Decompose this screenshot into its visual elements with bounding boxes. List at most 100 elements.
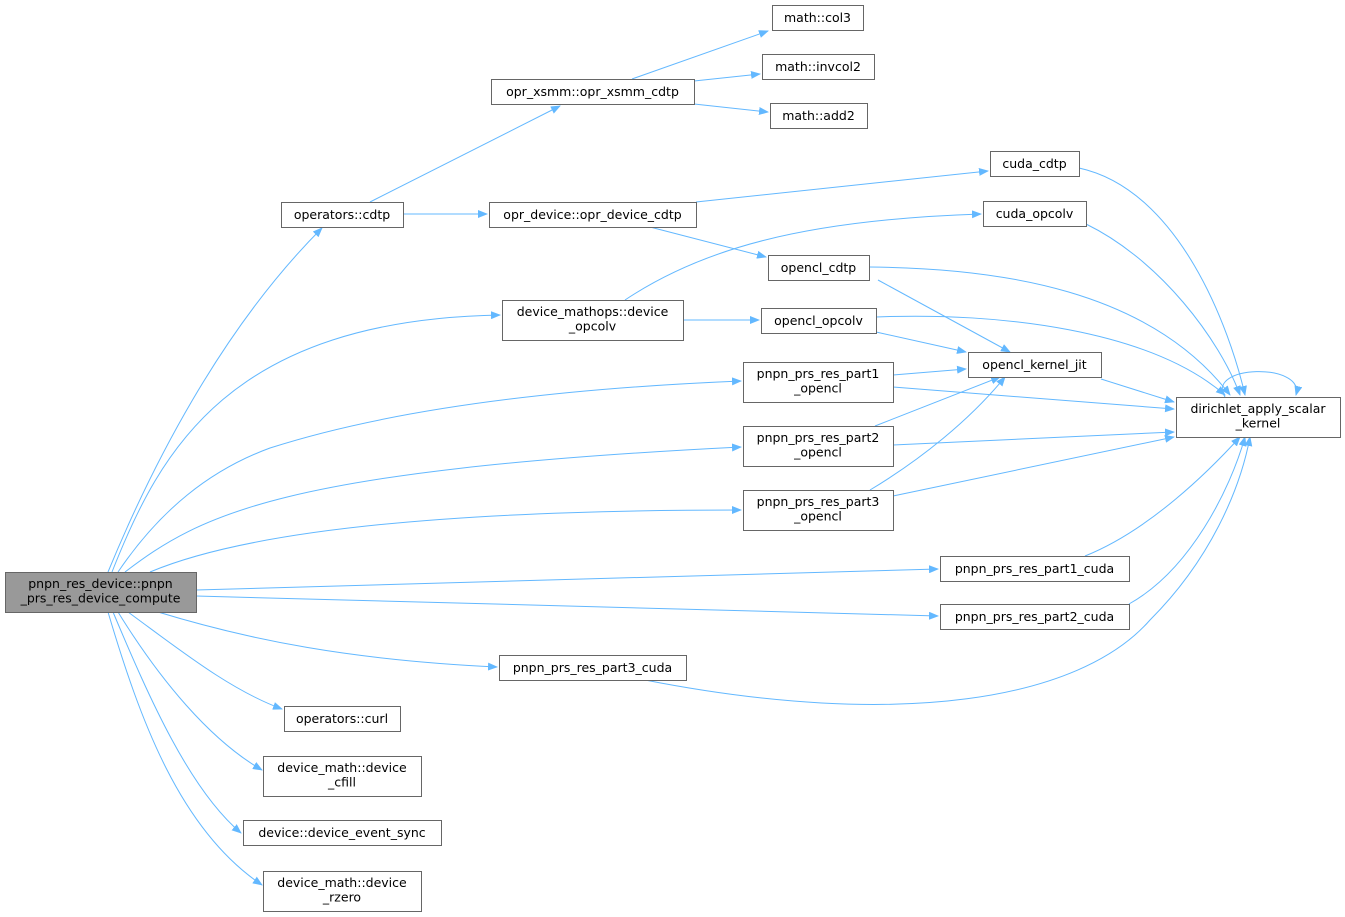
node-label: math::col3 [784, 10, 851, 25]
node-dirichlet[interactable]: dirichlet_apply_scalar_kernel [1176, 397, 1341, 438]
edge-xsmm-to-add2 [693, 103, 769, 116]
edge-p2o-to-jit [874, 376, 1001, 427]
node-box [491, 79, 695, 105]
edge-dirichlet-to-dirichlet [1221, 371, 1303, 398]
edge-main-to-cdtp [107, 227, 323, 573]
node-label: operators::cdtp [294, 207, 390, 222]
node-label: device_math::device [277, 875, 407, 890]
node-label: pnpn_prs_res_part1 [757, 366, 880, 381]
edge-main-to-p2o [124, 443, 742, 573]
node-label: operators::curl [296, 711, 388, 726]
edge-cuda_cdtp-to-dirichlet [1078, 167, 1247, 396]
node-rzero[interactable]: device_math::device_rzero [263, 871, 422, 912]
edge-xsmm-to-invcol2 [693, 70, 761, 82]
edge-opencl_opcolv-to-dirichlet [875, 315, 1226, 396]
edge-main-to-rzero [107, 611, 263, 886]
node-p3o[interactable]: pnpn_prs_res_part3_opencl [743, 490, 894, 531]
node-label: pnpn_res_device::pnpn [28, 576, 172, 591]
node-main[interactable]: pnpn_res_device::pnpn_prs_res_device_com… [5, 572, 197, 613]
node-cuda-opcolv[interactable]: cuda_opcolv [983, 201, 1087, 227]
node-sync[interactable]: device::device_event_sync [243, 820, 442, 846]
node-box [768, 255, 870, 281]
node-box [5, 572, 197, 613]
edge-opencl_opcolv-to-jit [875, 331, 967, 354]
node-box [983, 201, 1087, 227]
node-cuda-cdtp[interactable]: cuda_cdtp [990, 151, 1080, 177]
node-oprdev[interactable]: opr_device::opr_device_cdtp [489, 202, 697, 228]
node-xsmm[interactable]: opr_xsmm::opr_xsmm_cdtp [491, 79, 695, 105]
node-label: opencl_cdtp [781, 260, 856, 275]
node-box [772, 5, 864, 31]
node-p2c[interactable]: pnpn_prs_res_part2_cuda [940, 604, 1130, 630]
node-label: _kernel [1235, 416, 1281, 431]
node-label: math::add2 [782, 108, 855, 123]
node-box [1176, 397, 1341, 438]
node-box [770, 103, 868, 129]
node-label: pnpn_prs_res_part2_cuda [955, 609, 1114, 624]
edge-oprdev-to-cuda_cdtp [695, 167, 989, 203]
node-box [502, 300, 684, 341]
node-label: opencl_kernel_jit [982, 357, 1086, 372]
node-label: cuda_opcolv [996, 206, 1074, 221]
edge-main-to-cfill [117, 611, 263, 771]
edge-p3o-to-jit [869, 376, 1006, 491]
node-add2[interactable]: math::add2 [770, 103, 868, 129]
node-label: _cfill [327, 775, 356, 790]
edge-main-to-sync [112, 611, 242, 834]
node-box [940, 556, 1130, 582]
node-label: _rzero [322, 890, 361, 905]
node-label: device_mathops::device [517, 304, 669, 319]
node-label: cuda_cdtp [1002, 156, 1066, 171]
edge-main-to-curl [127, 611, 283, 710]
edge-opencl_cdtp-to-dirichlet [868, 266, 1231, 396]
node-label: opencl_opcolv [774, 313, 863, 328]
node-p1c[interactable]: pnpn_prs_res_part1_cuda [940, 556, 1130, 582]
node-label: opr_device::opr_device_cdtp [503, 207, 681, 222]
edge-p2c-to-dirichlet [1128, 436, 1247, 605]
node-label: pnpn_prs_res_part2 [757, 430, 880, 445]
edge-p1o-to-dirichlet [892, 386, 1175, 413]
node-label: dirichlet_apply_scalar [1190, 401, 1326, 416]
node-box [263, 756, 422, 797]
node-col3[interactable]: math::col3 [772, 5, 864, 31]
node-label: _opcolv [568, 319, 617, 334]
node-box [281, 202, 404, 228]
node-opencl-opcolv[interactable]: opencl_opcolv [761, 308, 877, 334]
edge-p1o-to-jit [892, 365, 967, 376]
node-cfill[interactable]: device_math::device_cfill [263, 756, 422, 797]
node-label: device::device_event_sync [258, 825, 425, 840]
node-box [743, 490, 894, 531]
edge-main-to-p3o [149, 506, 742, 573]
node-box [968, 352, 1102, 378]
node-box [940, 604, 1130, 630]
node-label: pnpn_prs_res_part3_cuda [513, 660, 672, 675]
node-invcol2[interactable]: math::invcol2 [762, 54, 875, 80]
edge-oprdev-to-opencl_cdtp [649, 226, 767, 259]
edge-jit-to-dirichlet [1100, 378, 1175, 404]
node-box [243, 820, 442, 846]
node-cdtp[interactable]: operators::cdtp [281, 202, 404, 228]
node-box [489, 202, 697, 228]
node-box [761, 308, 877, 334]
node-box [743, 362, 894, 403]
node-curl[interactable]: operators::curl [284, 706, 401, 732]
node-dev-opcolv[interactable]: device_mathops::device_opcolv [502, 300, 684, 341]
edge-dev_opcolv-to-cuda_opcolv [624, 210, 982, 301]
node-p3c[interactable]: pnpn_prs_res_part3_cuda [499, 655, 687, 681]
node-jit[interactable]: opencl_kernel_jit [968, 352, 1102, 378]
node-label: _opencl [793, 445, 842, 460]
edge-xsmm-to-col3 [631, 30, 769, 80]
node-p2o[interactable]: pnpn_prs_res_part2_opencl [743, 426, 894, 467]
edge-p3o-to-dirichlet [892, 434, 1175, 497]
node-box [990, 151, 1080, 177]
node-p1o[interactable]: pnpn_prs_res_part1_opencl [743, 362, 894, 403]
edge-p3c-to-dirichlet [644, 436, 1253, 705]
node-box [284, 706, 401, 732]
edge-cdtp-to-xsmm [369, 105, 561, 203]
node-label: math::invcol2 [775, 59, 861, 74]
node-box [762, 54, 875, 80]
node-label: _opencl [793, 509, 842, 524]
node-opencl-cdtp[interactable]: opencl_cdtp [768, 255, 870, 281]
edge-cuda_opcolv-to-dirichlet [1085, 223, 1241, 396]
node-box [263, 871, 422, 912]
